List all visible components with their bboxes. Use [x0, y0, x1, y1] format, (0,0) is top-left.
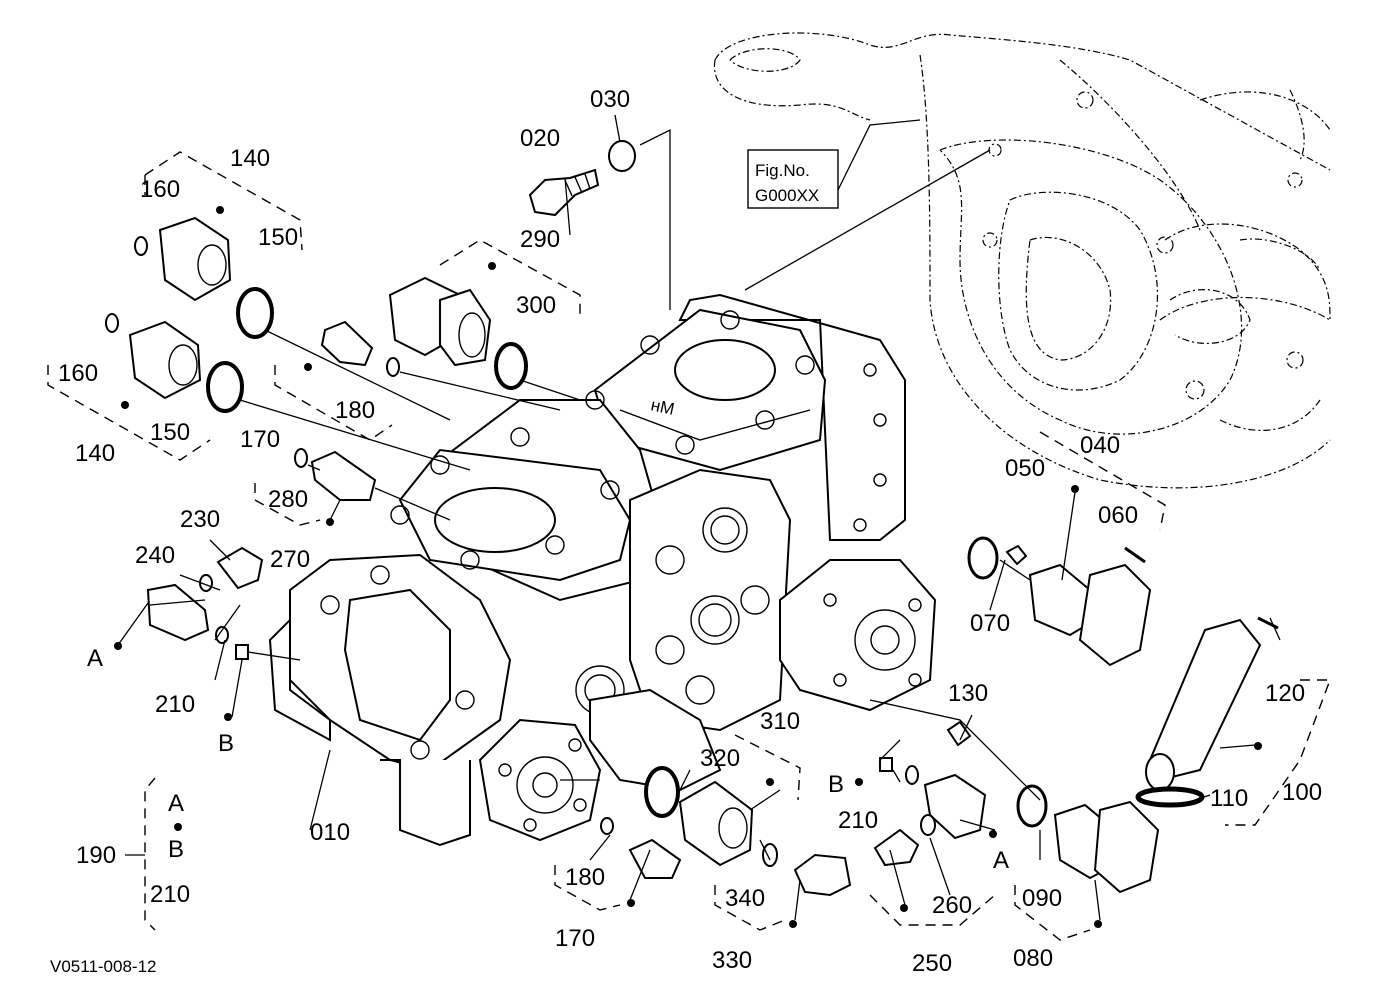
callout-310: 310 [760, 708, 800, 735]
o-ring-340 [762, 843, 778, 867]
callout-140-lower: 140 [75, 440, 115, 467]
washer-030 [608, 140, 636, 172]
set-190-number: 190 [76, 842, 116, 869]
svg-text:нМ: нМ [649, 395, 676, 418]
callout-060: 060 [1098, 502, 1138, 529]
callout-210-right: 210 [838, 807, 878, 834]
o-ring-090 [1016, 784, 1048, 828]
callout-110: 110 [1210, 785, 1248, 812]
plug-170-upper [320, 320, 374, 367]
figure-ref-line1: Fig.No. [755, 161, 810, 180]
callout-A-left: A [87, 645, 103, 672]
callout-150-lower: 150 [150, 419, 190, 446]
plug-B-left [235, 644, 249, 660]
o-ring-210-right [905, 765, 919, 785]
o-ring-210-left [215, 626, 229, 644]
bolt-020 [528, 168, 600, 217]
figure-reference: Fig.No. G000XX [747, 119, 921, 209]
pin-060 [1124, 546, 1146, 564]
callout-040: 040 [1080, 432, 1120, 459]
callout-labels: 010 020 030 040 050 060 070 080 090 100 … [58, 86, 1322, 977]
o-ring-150-lower [206, 361, 244, 413]
pipe-100 [1145, 618, 1262, 791]
nut-070 [1005, 544, 1028, 566]
set-190: 190 A B 210 [76, 790, 190, 908]
set-190-item-b: B [168, 836, 184, 863]
o-ring-280 [294, 448, 308, 468]
o-ring-180-upper [386, 357, 400, 377]
set-190-item-a: A [168, 790, 184, 817]
o-ring-160-upper [134, 236, 148, 256]
switch-040 [1028, 563, 1152, 667]
callout-080: 080 [1013, 945, 1053, 972]
callout-320: 320 [700, 745, 740, 772]
callout-130: 130 [948, 680, 988, 707]
callout-120: 120 [1265, 680, 1305, 707]
callout-B-right: B [828, 771, 844, 798]
plug-B-right [879, 757, 893, 772]
callout-260: 260 [932, 892, 972, 919]
callout-160-upper: 160 [140, 176, 180, 203]
transmission-case: нМ [268, 293, 937, 847]
o-ring-180-lower [600, 817, 614, 835]
callout-B-left: B [218, 730, 234, 757]
adapter-270 [310, 450, 377, 501]
union-140-lower [128, 320, 202, 400]
callout-340: 340 [725, 885, 765, 912]
callout-230: 230 [180, 506, 220, 533]
callout-210-left: 210 [155, 691, 195, 718]
callout-160-lower: 160 [58, 360, 98, 387]
drawing-code: V0511-008-12 [50, 957, 157, 976]
callout-150-upper: 150 [258, 224, 298, 251]
set-190-item-210: 210 [150, 881, 190, 908]
o-ring-260 [920, 814, 936, 836]
fitting-310 [678, 780, 754, 867]
adapter-230 [216, 546, 264, 590]
callout-240: 240 [135, 542, 175, 569]
plug-170-lower [628, 838, 682, 879]
union-140-upper [158, 216, 232, 302]
group-brackets [47, 151, 1332, 941]
callout-280: 280 [268, 486, 308, 513]
callout-290: 290 [520, 226, 560, 253]
callout-250: 250 [912, 950, 952, 977]
callout-270: 270 [270, 546, 310, 573]
callout-170-upper: 170 [240, 426, 280, 453]
callout-070: 070 [970, 610, 1010, 637]
o-ring-300 [494, 342, 528, 390]
callout-180-upper: 180 [335, 397, 375, 424]
o-ring-320 [644, 766, 680, 818]
fitting-A-left [146, 583, 210, 642]
callout-090: 090 [1022, 885, 1062, 912]
o-ring-150-upper [236, 287, 274, 339]
leader-lines [117, 114, 1281, 921]
callout-100: 100 [1282, 779, 1322, 806]
switch-080 [1053, 800, 1160, 894]
callout-A-right: A [993, 847, 1009, 874]
reference-housing [713, 32, 1331, 489]
callout-010: 010 [310, 819, 350, 846]
ring-110 [1135, 786, 1205, 808]
nipple-250 [873, 828, 920, 867]
plug-130 [946, 720, 972, 747]
figure-ref-line2: G000XX [755, 186, 819, 205]
callout-330: 330 [712, 947, 752, 974]
o-ring-050 [967, 536, 999, 580]
callout-170-lower: 170 [555, 925, 595, 952]
callout-dots [114, 206, 1262, 928]
callout-180-lower: 180 [565, 864, 605, 891]
ring-120 [1257, 616, 1279, 630]
o-ring-160-lower [105, 313, 119, 333]
callout-050: 050 [1005, 455, 1045, 482]
callout-030: 030 [590, 86, 630, 113]
callout-140-upper: 140 [230, 145, 270, 172]
callout-020: 020 [520, 125, 560, 152]
elbow-330 [793, 853, 852, 897]
elbow-290 [388, 276, 492, 367]
callout-300: 300 [516, 292, 556, 319]
